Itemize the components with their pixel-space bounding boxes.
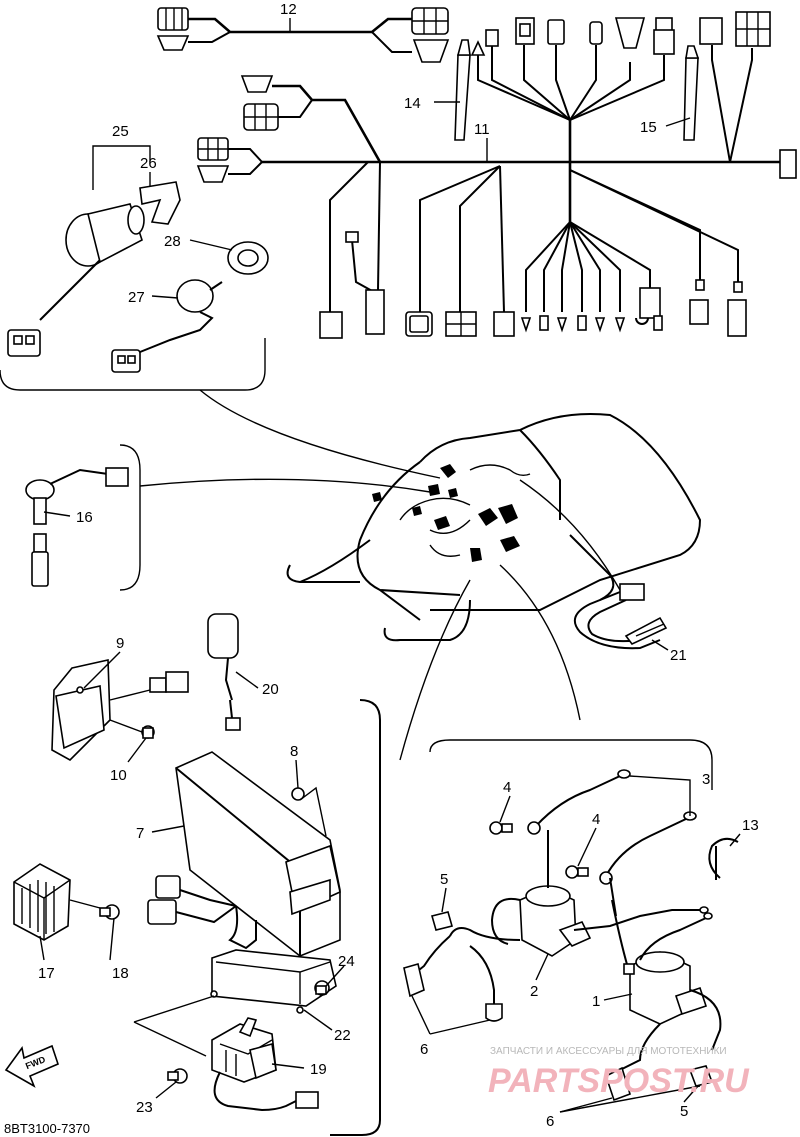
callout-5b: 5 <box>680 1103 688 1120</box>
callout-3: 3 <box>702 771 710 788</box>
snowmobile-body <box>286 413 702 761</box>
callout-22: 22 <box>334 1027 351 1044</box>
watermark: ЗАПЧАСТИ И АКСЕССУАРЫ ДЛЯ МОТОТЕХНИКИ PA… <box>488 1046 750 1100</box>
callout-18: 18 <box>112 965 129 982</box>
callout-17: 17 <box>38 965 55 982</box>
callout-5a: 5 <box>440 871 448 888</box>
rectifier-17-group <box>13 863 120 941</box>
callout-19: 19 <box>310 1061 327 1078</box>
callout-9: 9 <box>116 635 124 652</box>
callout-23: 23 <box>136 1099 153 1116</box>
wire-harness <box>156 7 797 339</box>
main-switch-group <box>0 145 441 479</box>
callout-24: 24 <box>338 953 355 970</box>
callout-4b: 4 <box>592 811 600 828</box>
callout-2: 2 <box>530 983 538 1000</box>
callout-numbers: 1 2 3 4 4 5 5 6 6 7 8 9 10 11 12 13 14 1… <box>38 1 759 1130</box>
callout-27: 27 <box>128 289 145 306</box>
watermark-line1: ЗАПЧАСТИ И АКСЕССУАРЫ ДЛЯ МОТОТЕХНИКИ <box>490 1046 727 1057</box>
ignition-coils-group <box>403 739 739 1102</box>
callout-28: 28 <box>164 233 181 250</box>
callout-26: 26 <box>140 155 157 172</box>
strap-21-group <box>573 583 669 651</box>
callout-12: 12 <box>280 1 297 18</box>
callout-6b: 6 <box>546 1113 554 1130</box>
callout-16: 16 <box>76 509 93 526</box>
sensor-16-group <box>25 444 431 591</box>
callout-13: 13 <box>742 817 759 834</box>
cdi-unit-group <box>147 699 381 1136</box>
callout-7: 7 <box>136 825 144 842</box>
callout-1: 1 <box>592 993 600 1010</box>
regulator-9-group <box>51 613 241 761</box>
callout-21: 21 <box>670 647 687 664</box>
callout-8: 8 <box>290 743 298 760</box>
fwd-arrow-icon: FWD <box>4 1044 59 1088</box>
callout-14: 14 <box>404 95 421 112</box>
callout-4a: 4 <box>503 779 511 796</box>
callout-15: 15 <box>640 119 657 136</box>
diagram-code: 8BT3100-7370 <box>4 1121 90 1136</box>
callout-6a: 6 <box>420 1041 428 1058</box>
callout-11: 11 <box>474 121 490 138</box>
callout-20: 20 <box>262 681 279 698</box>
callout-10: 10 <box>110 767 127 784</box>
callout-leaders <box>39 18 741 1113</box>
callout-25: 25 <box>112 123 129 140</box>
watermark-line2: PARTSPOST.RU <box>488 1062 750 1100</box>
bracket-19-group <box>133 949 337 1112</box>
